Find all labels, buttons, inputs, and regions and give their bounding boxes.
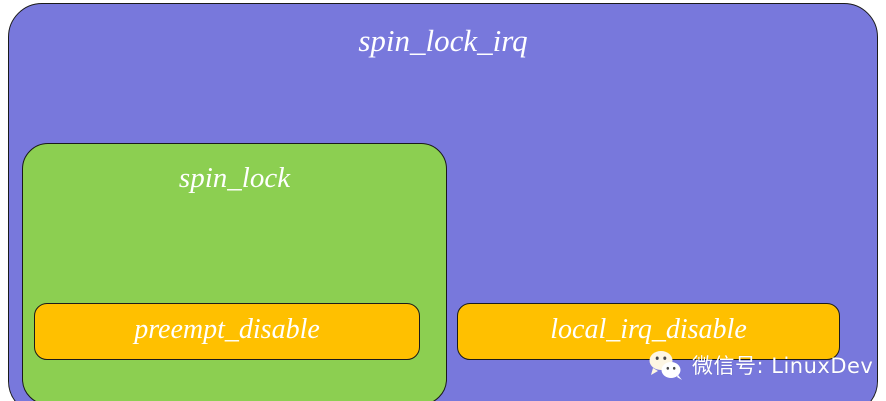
- node-label-spin-lock: spin_lock: [178, 162, 291, 194]
- node-label-local-irq-disable: local_irq_disable: [550, 314, 747, 345]
- watermark-text: 微信号: LinuxDev: [692, 354, 874, 378]
- watermark: 微信号: LinuxDev: [645, 348, 873, 382]
- node-local-irq-disable: [457, 303, 840, 360]
- wechat-icon: [649, 351, 682, 380]
- node-label-spin-lock-irq: spin_lock_irq: [358, 23, 528, 58]
- node-preempt-disable: [34, 303, 420, 360]
- node-label-preempt-disable: preempt_disable: [134, 314, 320, 345]
